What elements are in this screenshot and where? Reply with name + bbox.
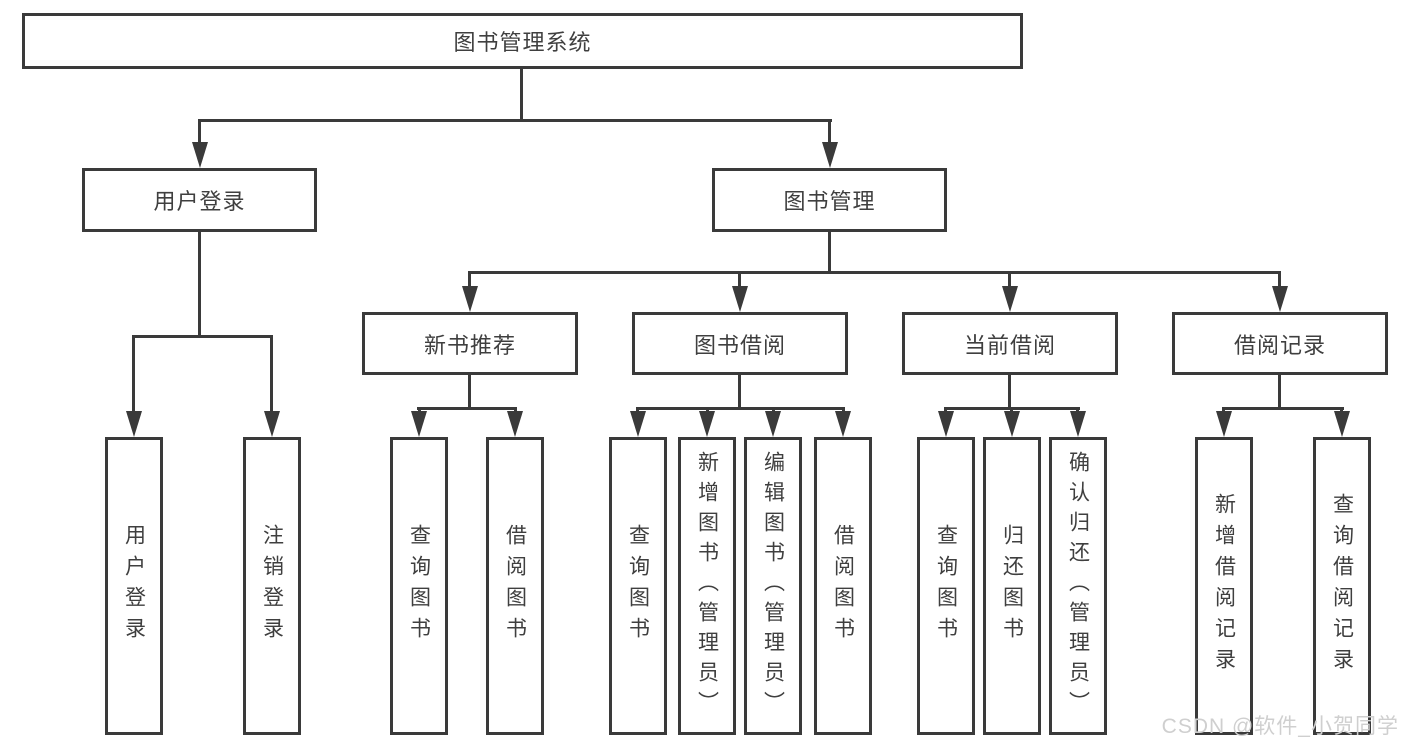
connector-root-trunk	[520, 69, 523, 119]
arrowhead-current-borrow	[1002, 286, 1018, 312]
connector-user-login-trunk	[198, 232, 201, 335]
node-label: 图书管理系统	[453, 30, 592, 55]
node-user-login: 用户登录	[82, 168, 317, 232]
node-label: 查询借阅记录	[1330, 493, 1354, 679]
node-new-book-recommend: 新书推荐	[362, 312, 578, 375]
arrowhead-borrow-records	[1272, 286, 1288, 312]
connector-root-bus	[198, 119, 832, 122]
node-label: 用户登录	[153, 189, 246, 214]
connector-drop-login-leaf	[132, 335, 135, 413]
node-label: 查询图书	[407, 524, 431, 648]
connector-book-management-bus	[468, 271, 1281, 274]
connector-drop-borrow-records	[1278, 271, 1281, 286]
node-label: 借阅图书	[503, 524, 527, 648]
connector-book-borrow-trunk	[738, 375, 741, 407]
arrowhead-login-leaf	[126, 411, 142, 437]
connector-drop-logout-leaf	[270, 335, 273, 413]
leaf-borrow-books-recommend: 借阅图书	[486, 437, 544, 735]
connector-drop-new-book	[468, 271, 471, 286]
arrowhead-book-borrow	[732, 286, 748, 312]
arrowhead-leaf	[1070, 411, 1086, 437]
leaf-add-borrow-record: 新增借阅记录	[1195, 437, 1253, 735]
arrowhead-book-management	[822, 142, 838, 168]
arrowhead-leaf	[765, 411, 781, 437]
node-label: 用户登录	[122, 524, 146, 648]
arrowhead-user-login	[192, 142, 208, 168]
connector-new-book-trunk	[468, 375, 471, 407]
csdn-watermark: CSDN @软件_小贺同学	[1161, 715, 1399, 738]
node-book-borrow: 图书借阅	[632, 312, 848, 375]
leaf-return-books: 归还图书	[983, 437, 1041, 735]
connector-new-book-bus	[417, 407, 517, 410]
leaf-borrow-books: 借阅图书	[814, 437, 872, 735]
arrowhead-logout-leaf	[264, 411, 280, 437]
leaf-confirm-return-admin: 确认归还（管理员）	[1049, 437, 1107, 735]
node-label: 借阅图书	[831, 524, 855, 648]
arrowhead-leaf	[1004, 411, 1020, 437]
node-library-management-system: 图书管理系统	[22, 13, 1023, 69]
arrowhead-leaf	[835, 411, 851, 437]
node-current-borrow: 当前借阅	[902, 312, 1118, 375]
node-label: 查询图书	[934, 524, 958, 648]
arrowhead-leaf	[1216, 411, 1232, 437]
arrowhead-leaf	[699, 411, 715, 437]
arrowhead-leaf	[938, 411, 954, 437]
node-label: 新增借阅记录	[1212, 493, 1236, 679]
arrowhead-leaf	[411, 411, 427, 437]
arrowhead-leaf	[1334, 411, 1350, 437]
leaf-query-books-borrow: 查询图书	[609, 437, 667, 735]
connector-book-management-trunk	[828, 232, 831, 271]
node-label: 注销登录	[260, 524, 284, 648]
node-label: 当前借阅	[963, 332, 1056, 358]
leaf-edit-books-admin: 编辑图书（管理员）	[744, 437, 802, 735]
leaf-query-books-current: 查询图书	[917, 437, 975, 735]
connector-borrow-records-trunk	[1278, 375, 1281, 407]
node-borrow-records: 借阅记录	[1172, 312, 1388, 375]
leaf-logout: 注销登录	[243, 437, 301, 735]
node-book-management: 图书管理	[712, 168, 947, 232]
node-label: 新书推荐	[423, 332, 516, 358]
connector-borrow-records-bus	[1222, 407, 1344, 410]
connector-current-borrow-trunk	[1008, 375, 1011, 407]
node-label: 图书借阅	[693, 332, 786, 358]
connector-user-login-bus	[132, 335, 273, 338]
connector-drop-user-login	[198, 119, 201, 143]
leaf-query-borrow-record: 查询借阅记录	[1313, 437, 1371, 735]
connector-drop-current-borrow	[1008, 271, 1011, 286]
arrowhead-leaf	[630, 411, 646, 437]
arrowhead-new-book	[462, 286, 478, 312]
arrowhead-leaf	[507, 411, 523, 437]
leaf-query-books-recommend: 查询图书	[390, 437, 448, 735]
node-label: 编辑图书（管理员）	[761, 451, 785, 721]
connector-book-borrow-bus	[636, 407, 845, 410]
connector-drop-book-management	[828, 119, 831, 143]
node-label: 归还图书	[1000, 524, 1024, 648]
node-label: 确认归还（管理员）	[1066, 451, 1090, 721]
node-label: 新增图书（管理员）	[695, 451, 719, 721]
leaf-user-login: 用户登录	[105, 437, 163, 735]
connector-drop-book-borrow	[738, 271, 741, 286]
node-label: 查询图书	[626, 524, 650, 648]
node-label: 图书管理	[783, 189, 876, 214]
node-label: 借阅记录	[1233, 332, 1326, 358]
leaf-add-books-admin: 新增图书（管理员）	[678, 437, 736, 735]
